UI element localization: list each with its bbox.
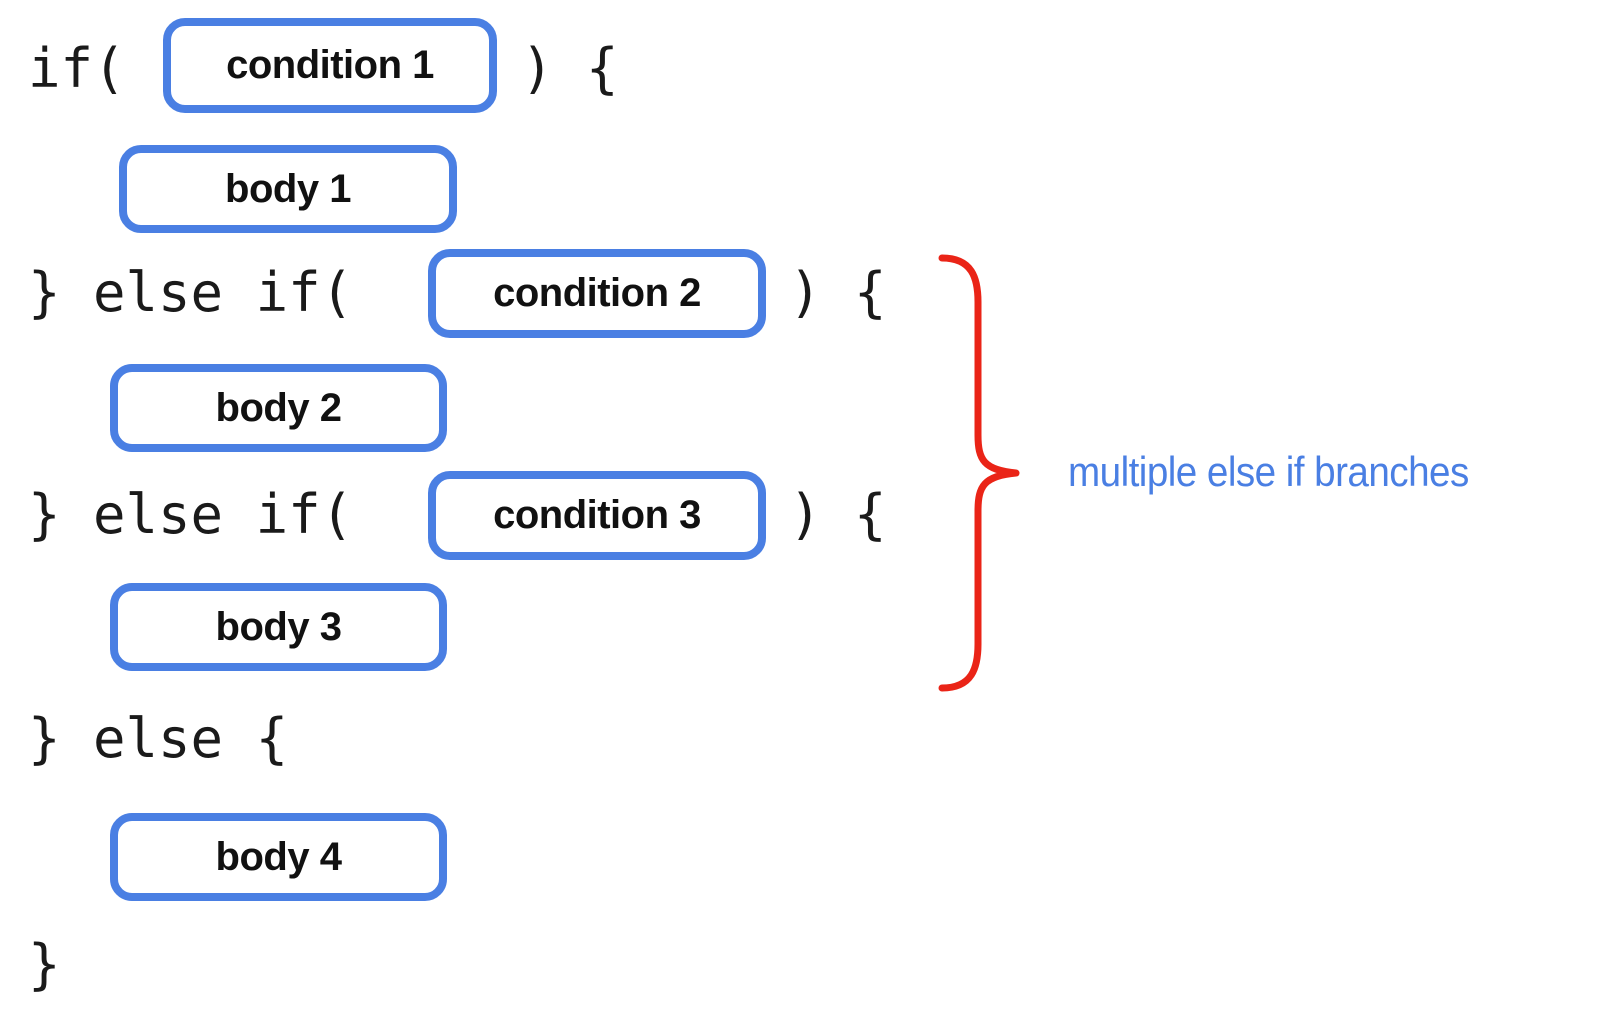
code-else-open: } else { [28,707,289,770]
box-body-1[interactable]: body 1 [119,145,457,233]
curly-brace-icon [938,254,1020,692]
code-else-if-open-1: } else if( [28,261,354,324]
box-body-1-label: body 1 [225,166,351,211]
box-body-2[interactable]: body 2 [110,364,447,452]
annotation-multiple-else-if-branches: multiple else if branches [1068,448,1469,495]
box-body-4-label: body 4 [215,834,342,879]
box-body-4[interactable]: body 4 [110,813,447,901]
code-else-if-open-2: } else if( [28,483,354,546]
code-if-open: if( [28,37,126,100]
box-condition-2[interactable]: condition 2 [428,249,766,338]
box-body-3-label: body 3 [215,604,342,649]
box-body-2-label: body 2 [215,385,342,430]
code-else-if-close-1: ) { [789,261,887,324]
code-if-close: ) { [521,37,619,100]
code-block-close: } [28,933,61,996]
box-condition-2-label: condition 2 [493,271,701,315]
code-else-if-close-2: ) { [789,483,887,546]
box-condition-3-label: condition 3 [493,493,701,537]
box-condition-1-label: condition 1 [226,43,434,87]
box-body-3[interactable]: body 3 [110,583,447,671]
box-condition-1[interactable]: condition 1 [163,18,497,113]
box-condition-3[interactable]: condition 3 [428,471,766,560]
